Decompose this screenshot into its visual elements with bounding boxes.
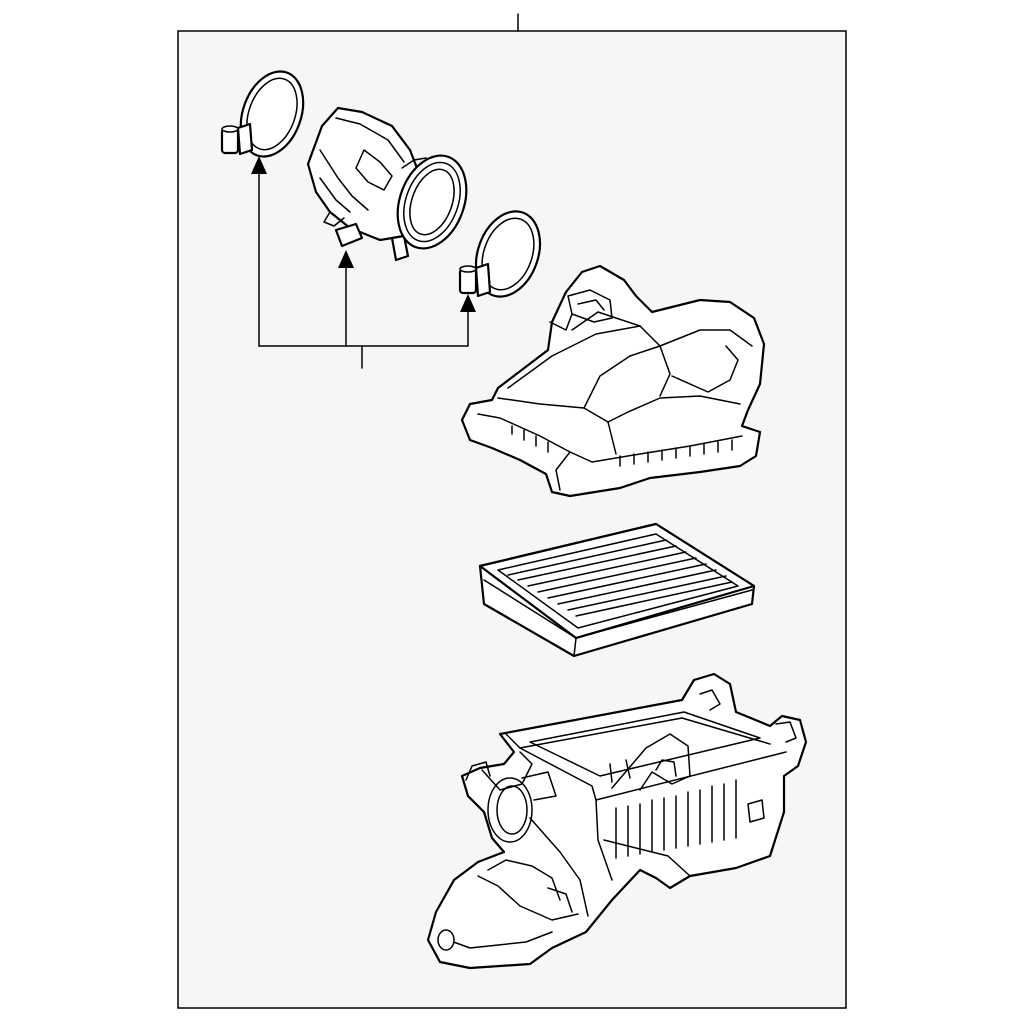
air-filter-element — [478, 522, 756, 658]
arrowhead-up-icon — [338, 250, 354, 268]
hose-clamp-lower — [458, 210, 542, 298]
air-cleaner-upper-cover — [460, 264, 766, 498]
arrowhead-up-icon — [460, 294, 476, 312]
intake-duct — [306, 106, 468, 262]
arrowhead-up-icon — [251, 156, 267, 174]
air-cleaner-lower-housing — [426, 672, 808, 970]
callout-leaders — [251, 156, 476, 369]
hose-clamp-upper — [220, 70, 305, 158]
